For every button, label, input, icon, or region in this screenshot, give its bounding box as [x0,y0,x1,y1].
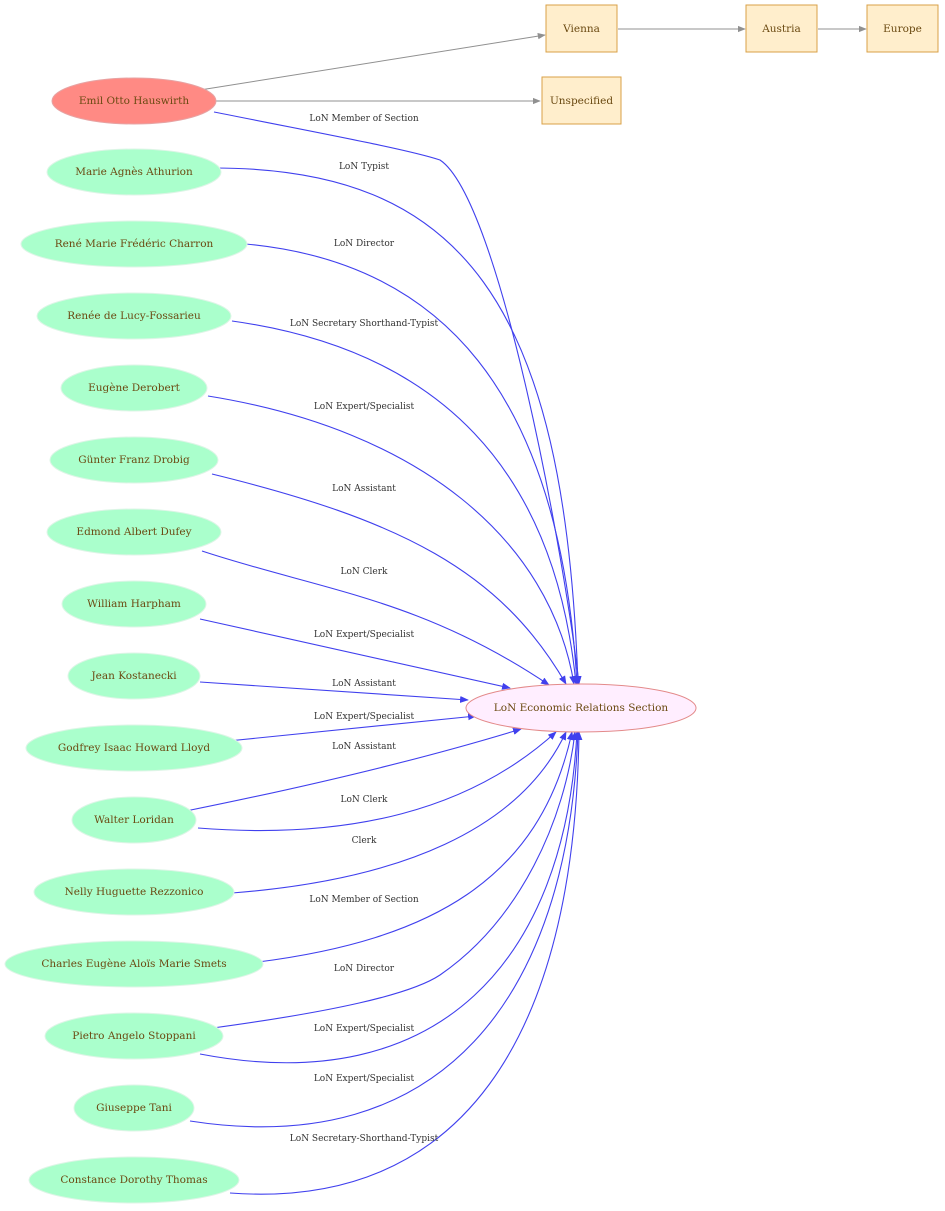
edge-label: LoN Member of Section [309,114,419,124]
membership-edges [185,111,583,1195]
edge-derobert-section [207,395,577,685]
node-label: Nelly Huguette Rezzonico [65,886,204,898]
edge-label: LoN Expert/Specialist [314,402,415,412]
edge-label: LoN Director [334,239,395,249]
edge-label: LoN Assistant [332,679,396,689]
edge-label: LoN Member of Section [309,895,419,905]
edge-lloyd-section [227,713,477,742]
node-label: Austria [761,23,801,35]
edge-label: Clerk [352,836,377,846]
node-person[interactable]: Walter Loridan [71,796,197,844]
edge-label: LoN Expert/Specialist [314,630,415,640]
edge-tani-section [189,731,582,1128]
node-label: Edmond Albert Dufey [76,526,191,538]
edge-kostanecki-section [199,681,469,703]
node-label: Europe [883,23,922,35]
edge-thomas-section [229,731,583,1195]
node-person[interactable]: Constance Dorothy Thomas [28,1156,240,1204]
edge-label: LoN Clerk [341,567,389,577]
node-label: Walter Loridan [94,814,174,826]
edge-label: LoN Expert/Specialist [314,1024,415,1034]
node-person[interactable]: Godfrey Isaac Howard Lloyd [25,724,243,772]
edge-loridan-b-section [197,731,557,832]
edge-label: LoN Assistant [332,742,396,752]
edge-label: LoN Secretary-Shorthand-Typist [290,1134,439,1144]
edge-label: LoN Clerk [341,795,389,805]
node-label: Unspecified [550,95,613,107]
node-person[interactable]: Marie Agnès Athurion [46,148,222,196]
node-vienna[interactable]: Vienna [545,4,618,53]
node-person[interactable]: Renée de Lucy-Fossarieu [36,292,232,340]
node-label: Pietro Angelo Stoppani [72,1030,196,1042]
edge-labels: LoN Member of Section LoN Typist LoN Dir… [290,114,439,1144]
node-person[interactable]: Nelly Huguette Rezzonico [33,868,235,916]
node-label: Charles Eugène Aloïs Marie Smets [41,958,226,970]
edge-loridan-a-section [185,727,522,812]
node-label: Günter Franz Drobig [78,454,190,466]
node-person[interactable]: Günter Franz Drobig [49,436,219,484]
node-label: Eugène Derobert [88,382,181,394]
node-label: Godfrey Isaac Howard Lloyd [58,742,210,754]
node-person[interactable]: Edmond Albert Dufey [46,508,222,556]
node-lon-economic-relations-section[interactable]: LoN Economic Relations Section [465,683,697,733]
node-label: Vienna [562,23,600,35]
place-edges [199,25,867,105]
node-person[interactable]: Jean Kostanecki [67,652,201,700]
node-label: Jean Kostanecki [90,670,177,682]
node-austria[interactable]: Austria [745,4,818,53]
node-europe[interactable]: Europe [866,4,939,53]
edge-drobig-section [211,473,567,685]
node-label: René Marie Frédéric Charron [55,238,214,250]
edge-hauswirth-section [213,111,582,685]
node-person[interactable]: Pietro Angelo Stoppani [44,1012,224,1060]
edge-charron-section [245,243,581,685]
edge-label: LoN Typist [339,162,389,172]
edge-label: LoN Expert/Specialist [314,1074,415,1084]
edge-label: LoN Assistant [332,484,396,494]
node-person[interactable]: Giuseppe Tani [73,1084,195,1132]
edge-label: LoN Director [334,964,395,974]
node-label: LoN Economic Relations Section [494,702,669,714]
node-unspecified[interactable]: Unspecified [541,76,622,125]
node-person[interactable]: René Marie Frédéric Charron [20,220,248,268]
node-label: Marie Agnès Athurion [75,166,193,178]
node-person[interactable]: Charles Eugène Aloïs Marie Smets [4,940,264,988]
edge-hauswirth-vienna [199,32,546,91]
node-label: Giuseppe Tani [96,1102,172,1114]
node-emil-otto-hauswirth[interactable]: Emil Otto Hauswirth [51,77,217,125]
edge-label: LoN Expert/Specialist [314,712,415,722]
edge-fossarieu-section [231,320,579,685]
node-person[interactable]: Eugène Derobert [60,364,208,412]
edge-smets-section [257,731,574,963]
node-label: William Harpham [87,598,181,610]
node-label: Emil Otto Hauswirth [79,95,190,107]
edge-stoppani-b-section [199,731,581,1064]
node-person[interactable]: William Harpham [61,580,207,628]
node-label: Renée de Lucy-Fossarieu [67,310,201,322]
edge-rezzonico-section [231,731,567,894]
edge-athurion-section [213,167,582,685]
node-label: Constance Dorothy Thomas [60,1174,207,1186]
edge-label: LoN Secretary Shorthand-Typist [290,319,439,329]
edge-dufey-section [201,550,550,686]
edge-harpham-section [199,618,511,690]
edge-stoppani-a-section [212,731,578,1029]
